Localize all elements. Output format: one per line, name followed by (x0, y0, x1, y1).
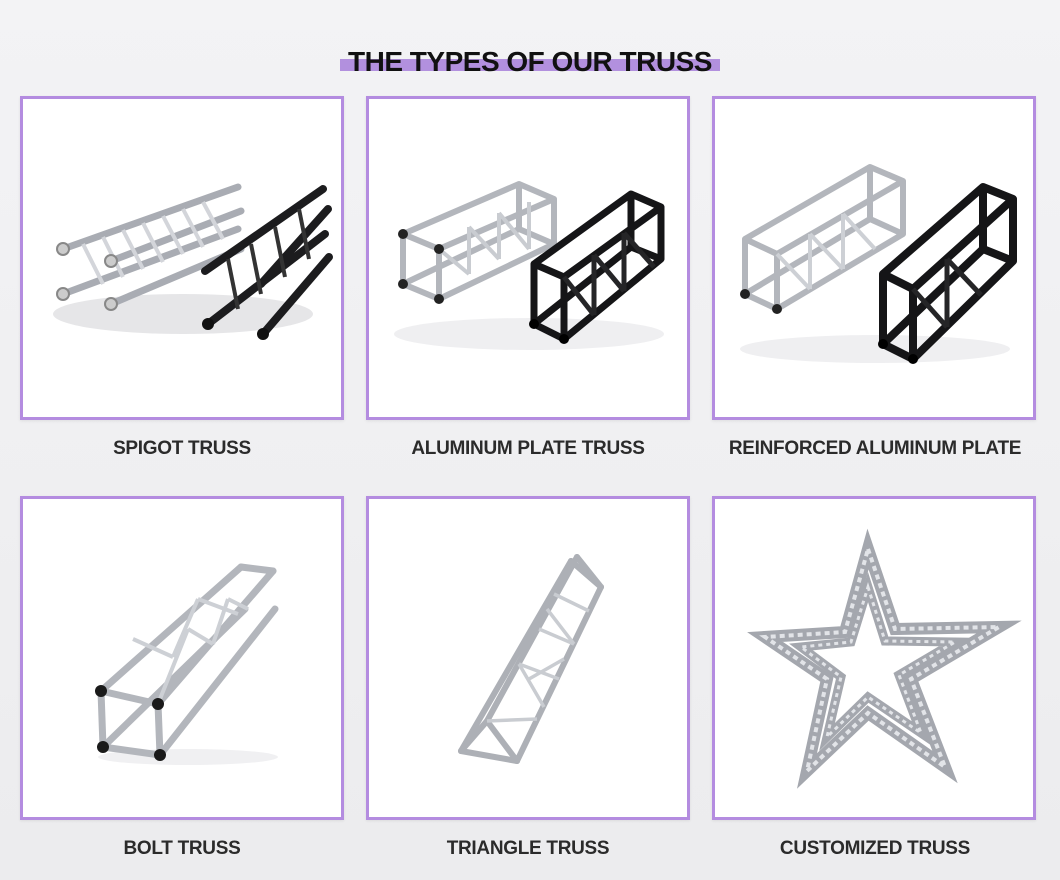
product-label-aluminum-plate: ALUMINUM PLATE TRUSS (411, 438, 645, 459)
product-card-customized[interactable] (712, 496, 1036, 820)
customized-star-truss-image (747, 528, 1022, 789)
title-highlight-bar (340, 59, 720, 71)
product-card-bolt[interactable] (20, 496, 344, 820)
product-card-aluminum-plate[interactable] (366, 96, 690, 420)
spigot-truss-image (53, 183, 333, 340)
product-label-triangle: TRIANGLE TRUSS (446, 838, 610, 859)
product-card-reinforced-plate[interactable] (712, 96, 1036, 420)
product-card-triangle[interactable] (366, 496, 690, 820)
product-label-bolt: BOLT TRUSS (123, 838, 241, 859)
product-label-spigot: SPIGOT TRUSS (113, 438, 251, 459)
product-label-customized: CUSTOMIZED TRUSS (779, 838, 971, 859)
bolt-truss-image (95, 563, 279, 765)
aluminum-plate-truss-image (394, 181, 665, 350)
product-label-reinforced-plate: REINFORCED ALUMINUM PLATE (728, 438, 1022, 459)
page-header: THE TYPES OF OUR TRUSS (0, 42, 1060, 82)
reinforced-aluminum-plate-image (740, 164, 1017, 364)
product-card-spigot[interactable] (20, 96, 344, 420)
page-title: THE TYPES OF OUR TRUSS (348, 46, 712, 77)
triangle-truss-image (458, 554, 604, 764)
